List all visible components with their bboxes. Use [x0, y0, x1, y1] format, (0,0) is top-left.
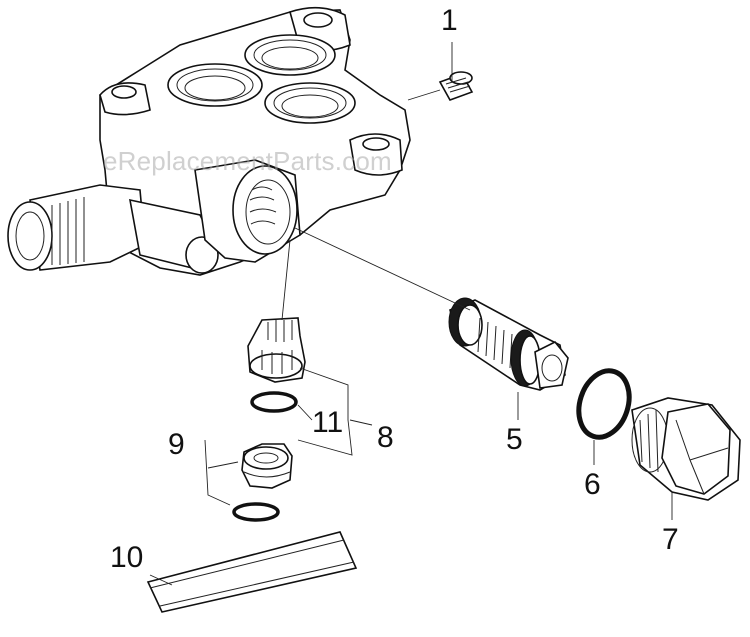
watermark-text: eReplacementParts.com [103, 146, 392, 176]
callout-5: 5 [506, 423, 523, 456]
callout-9: 9 [168, 428, 185, 461]
part-11-o-ring [250, 391, 298, 413]
callout-8: 8 [377, 421, 394, 454]
leader-lines [149, 42, 673, 586]
part-1-set-screw [438, 71, 474, 101]
pump-head-manifold [7, 6, 411, 276]
part-9-valve-seat [232, 443, 293, 522]
callout-7: 7 [662, 523, 679, 556]
part-6-o-ring [576, 368, 632, 440]
callout-1: 1 [441, 4, 458, 37]
callout-6: 6 [584, 468, 601, 501]
part-10-strip [146, 531, 358, 613]
callout-10: 10 [110, 541, 144, 574]
callout-11: 11 [312, 406, 344, 439]
part-8-check-valve [247, 317, 306, 383]
part-5-unloader-valve [448, 297, 569, 391]
part-7-hex-plug [631, 397, 741, 501]
